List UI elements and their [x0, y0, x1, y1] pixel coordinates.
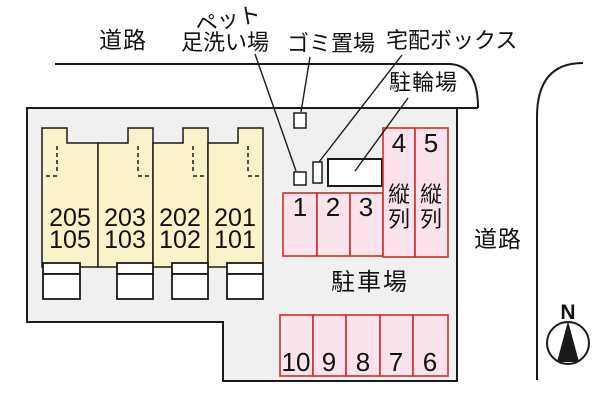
pet-wash-label-line2: 足洗い場 — [181, 30, 270, 55]
parking-number-10: 10 — [281, 347, 311, 377]
parking-space-10 — [279, 314, 314, 377]
parking-space-6 — [412, 314, 449, 377]
tandem-label-4: 縦列 — [388, 182, 411, 232]
unit-105: 105 — [49, 226, 91, 254]
parking-space-7 — [379, 314, 414, 377]
parking-lot-label: 駐車場 — [331, 269, 409, 296]
leader-lines — [254, 53, 409, 172]
road-edge-right — [536, 62, 584, 380]
parking-number-4: 4 — [391, 128, 407, 158]
road-right-label: 道路 — [474, 226, 522, 252]
parking-number-2: 2 — [325, 192, 341, 222]
parking-number-9: 9 — [321, 347, 337, 377]
parking-space-3 — [349, 192, 384, 257]
leader-garbage — [300, 56, 311, 113]
unit-201: 201 — [214, 204, 256, 232]
leader-pet-wash — [254, 53, 297, 172]
road-top-label: 道路 — [99, 27, 147, 53]
unit-label-201-101: 201 101 — [214, 204, 256, 254]
unit-dashed-marks — [46, 146, 259, 177]
road-edge-top — [55, 63, 479, 109]
unit-203: 203 — [104, 204, 146, 232]
unit-101: 101 — [214, 226, 256, 254]
parking-number-5: 5 — [423, 128, 439, 158]
bicycle-parking-box — [327, 158, 383, 187]
delivery-box-label: 宅配ボックス — [386, 28, 518, 53]
parking-number-7: 7 — [388, 347, 404, 377]
parking-number-6: 6 — [422, 347, 438, 377]
unit-label-203-103: 203 103 — [104, 204, 146, 254]
leader-delivery-box — [318, 54, 403, 163]
unit-label-202-102: 202 102 — [159, 204, 201, 254]
parking-number-3: 3 — [358, 192, 374, 222]
bicycle-parking-label: 駐輪場 — [389, 70, 459, 95]
parking-space-5 — [414, 127, 449, 258]
unit-202: 202 — [159, 204, 201, 232]
parking-number-1: 1 — [292, 192, 308, 222]
north-arrow — [546, 321, 590, 365]
parking-space-8 — [345, 314, 381, 377]
parking-spaces — [279, 127, 449, 377]
garbage-area-box — [293, 112, 307, 129]
parking-number-8: 8 — [355, 347, 371, 377]
unit-103: 103 — [104, 226, 146, 254]
north-label: N — [560, 301, 576, 324]
delivery-box — [312, 161, 323, 184]
garbage-area-label: ゴミ置場 — [287, 31, 376, 56]
tandem-label-5: 縦列 — [420, 182, 443, 232]
pet-foot-wash-box — [293, 171, 307, 186]
parking-space-9 — [312, 314, 347, 377]
entrance-porches — [42, 262, 264, 300]
leader-bicycle — [354, 97, 409, 172]
unit-label-205-105: 205 105 — [49, 204, 91, 254]
unit-205: 205 — [49, 204, 91, 232]
parking-space-4 — [382, 127, 416, 258]
unit-102: 102 — [159, 226, 201, 254]
